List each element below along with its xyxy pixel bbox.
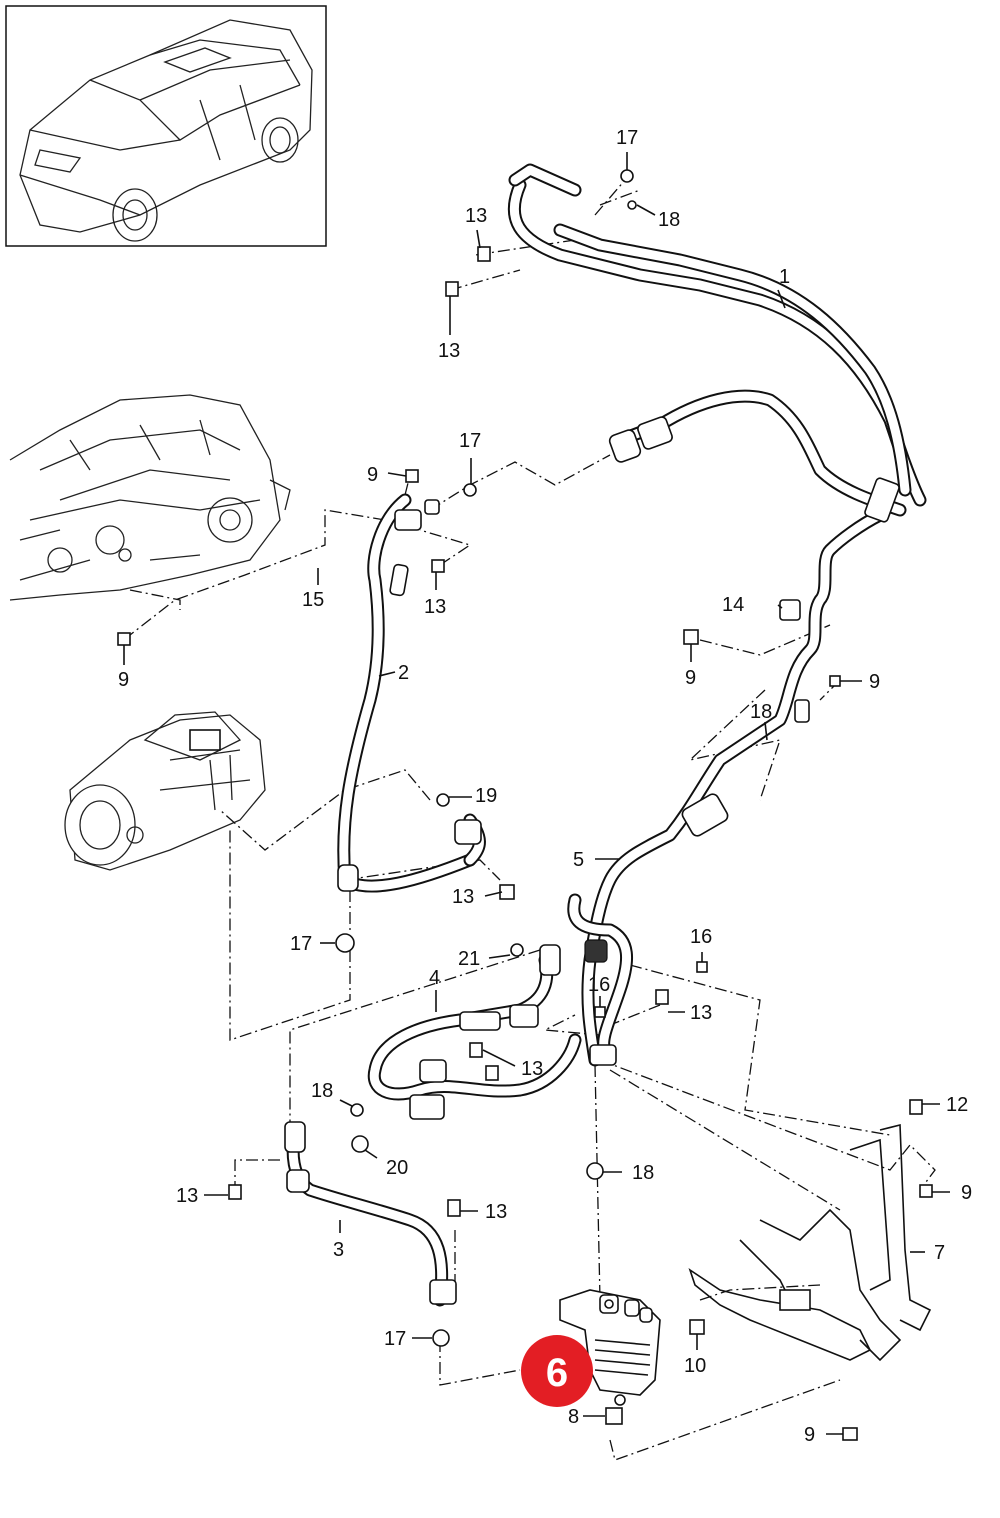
callout-18: 18 xyxy=(750,701,772,723)
callout-14: 14 xyxy=(722,594,744,616)
car-icon xyxy=(19,19,313,242)
callout-2: 2 xyxy=(398,662,409,684)
callout-labels: 17 18 13 13 1 9 17 15 13 9 2 14 9 9 18 1… xyxy=(118,127,972,1446)
refrigerant-pipes xyxy=(286,163,927,1307)
callout-10: 10 xyxy=(684,1355,706,1377)
callout-18: 18 xyxy=(311,1080,333,1102)
callout-15: 15 xyxy=(302,589,324,611)
callout-13: 13 xyxy=(521,1058,543,1080)
callout-13: 13 xyxy=(176,1185,198,1207)
callout-17: 17 xyxy=(616,127,638,149)
callout-13: 13 xyxy=(465,205,487,227)
compressor-icon xyxy=(64,711,266,871)
callout-17: 17 xyxy=(384,1328,406,1350)
callout-21: 21 xyxy=(458,948,480,970)
engine-icon xyxy=(9,394,291,601)
callout-17: 17 xyxy=(459,430,481,452)
bolts xyxy=(117,246,933,1441)
callout-13: 13 xyxy=(438,340,460,362)
fittings xyxy=(284,169,900,1347)
callout-19: 19 xyxy=(475,785,497,807)
callout-9: 9 xyxy=(685,667,696,689)
callout-16: 16 xyxy=(690,926,712,948)
callout-9: 9 xyxy=(869,671,880,693)
highlight-circle xyxy=(521,1335,593,1407)
car-inset xyxy=(5,5,327,247)
callout-9: 9 xyxy=(118,669,129,691)
callout-13: 13 xyxy=(452,886,474,908)
callout-13: 13 xyxy=(690,1002,712,1024)
bracket-icon xyxy=(688,1123,932,1362)
callout-13: 13 xyxy=(424,596,446,618)
callout-17: 17 xyxy=(290,933,312,955)
callout-1: 1 xyxy=(779,266,790,288)
callout-3: 3 xyxy=(333,1239,344,1261)
callout-4: 4 xyxy=(429,967,440,989)
callout-9: 9 xyxy=(367,464,378,486)
callout-18: 18 xyxy=(658,209,680,231)
callout-7: 7 xyxy=(934,1242,945,1264)
callout-8: 8 xyxy=(568,1406,579,1428)
highlight-badge[interactable]: 6 xyxy=(521,1335,593,1407)
highlight-label: 6 xyxy=(546,1351,568,1395)
callout-leaders xyxy=(123,152,950,1435)
dashed-leaders xyxy=(129,179,936,1461)
callout-18: 18 xyxy=(632,1162,654,1184)
oil-cooler-icon xyxy=(559,1289,661,1406)
callout-16: 16 xyxy=(588,974,610,996)
callout-9: 9 xyxy=(961,1182,972,1204)
callout-12: 12 xyxy=(946,1094,968,1116)
callout-9: 9 xyxy=(804,1424,815,1446)
callout-13: 13 xyxy=(485,1201,507,1223)
callout-20: 20 xyxy=(386,1157,408,1179)
callout-5: 5 xyxy=(573,849,584,871)
